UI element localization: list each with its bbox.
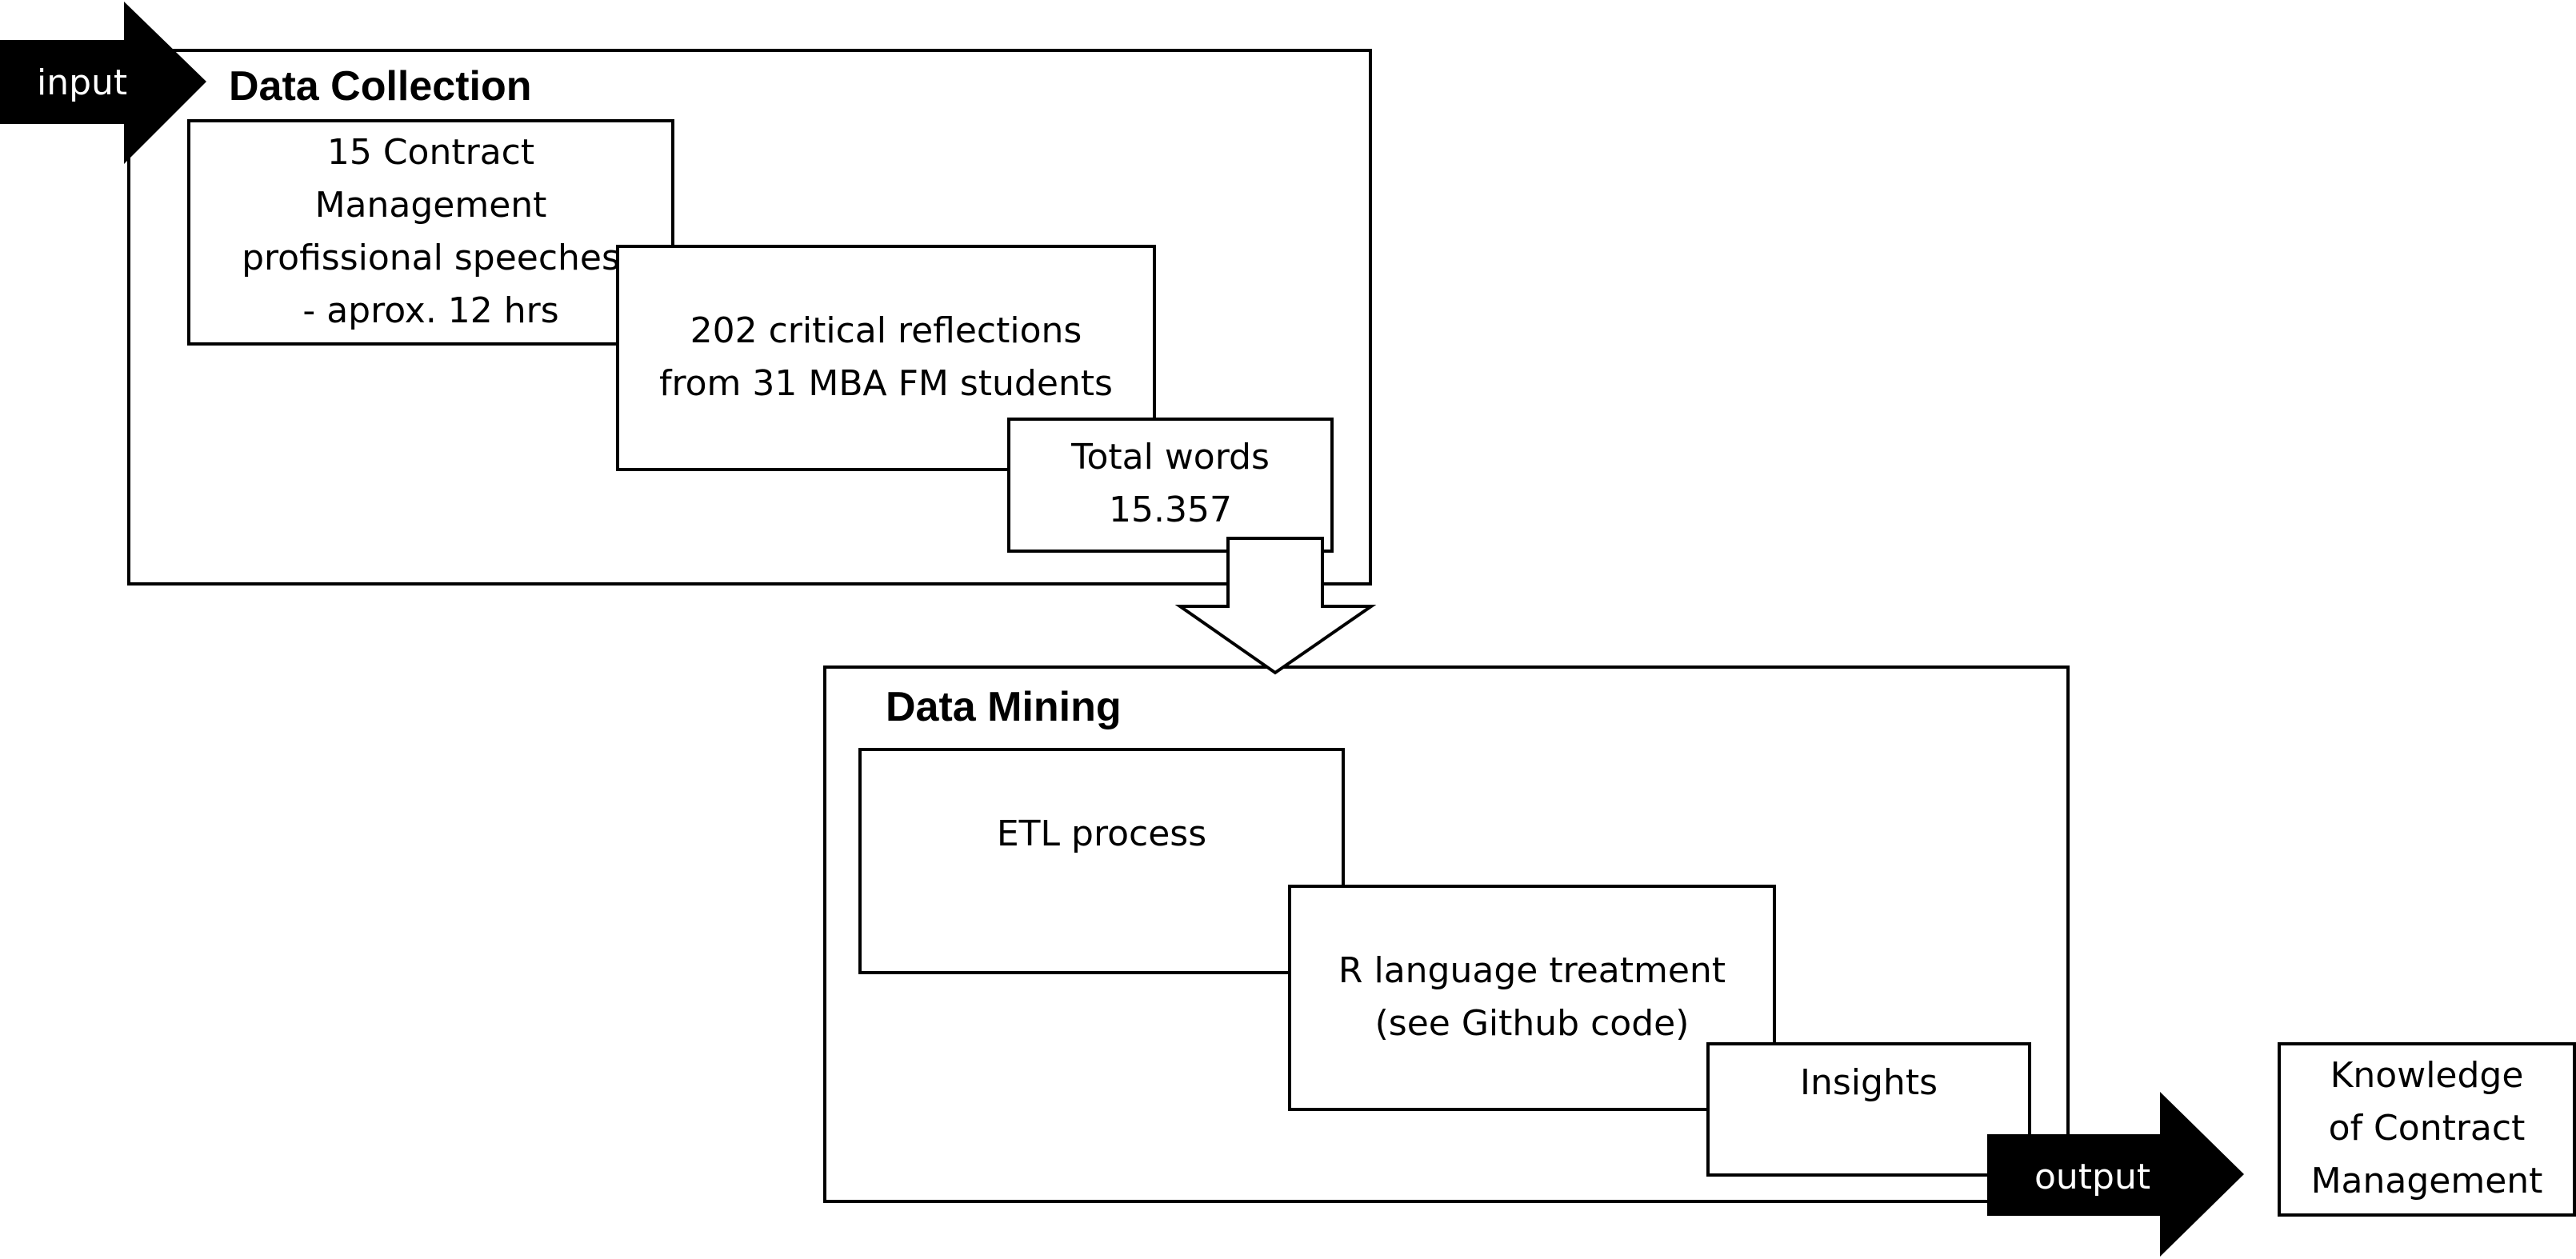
etl-text: ETL process	[996, 813, 1207, 854]
insights-text: Insights	[1799, 1062, 1938, 1103]
data-collection-title: Data Collection	[229, 63, 532, 110]
insights-box	[1706, 1042, 2031, 1177]
knowledge-box	[2278, 1042, 2576, 1217]
total-words-box	[1007, 418, 1334, 553]
reflections-text: 202 critical reflections from 31 MBA FM …	[616, 305, 1156, 410]
total-words-text: Total words 15.357	[1007, 431, 1334, 537]
etl-box	[858, 748, 1345, 974]
input-arrow-icon	[0, 2, 206, 164]
speeches-line: 15 Contract	[326, 132, 535, 173]
r-language-line: R language treatment	[1338, 950, 1726, 991]
knowledge-line: Management	[2310, 1161, 2543, 1201]
speeches-box	[187, 119, 674, 346]
reflections-line: 202 critical reflections	[690, 310, 1082, 351]
down-block-arrow-icon	[1174, 537, 1377, 675]
r-language-text: R language treatment (see Github code)	[1288, 945, 1776, 1050]
input-arrow-label: input	[37, 62, 128, 103]
output-arrow-icon	[1987, 1092, 2244, 1257]
speeches-line: Management	[314, 185, 547, 226]
total-words-label: Total words	[1071, 437, 1270, 478]
reflections-line: from 31 MBA FM students	[659, 363, 1113, 404]
speeches-line: - aprox. 12 hrs	[302, 290, 559, 331]
data-mining-title: Data Mining	[886, 684, 1122, 730]
r-language-line: (see Github code)	[1374, 1003, 1690, 1044]
output-arrow-label: output	[2034, 1157, 2151, 1197]
knowledge-line: of Contract	[2328, 1108, 2526, 1149]
speeches-line: profissional speeches	[242, 238, 620, 278]
speeches-text: 15 Contract Management profissional spee…	[187, 126, 674, 338]
knowledge-text: Knowledge of Contract Management	[2278, 1049, 2576, 1208]
knowledge-line: Knowledge	[2330, 1055, 2524, 1096]
total-words-value: 15.357	[1109, 490, 1232, 530]
r-language-box	[1288, 885, 1776, 1111]
